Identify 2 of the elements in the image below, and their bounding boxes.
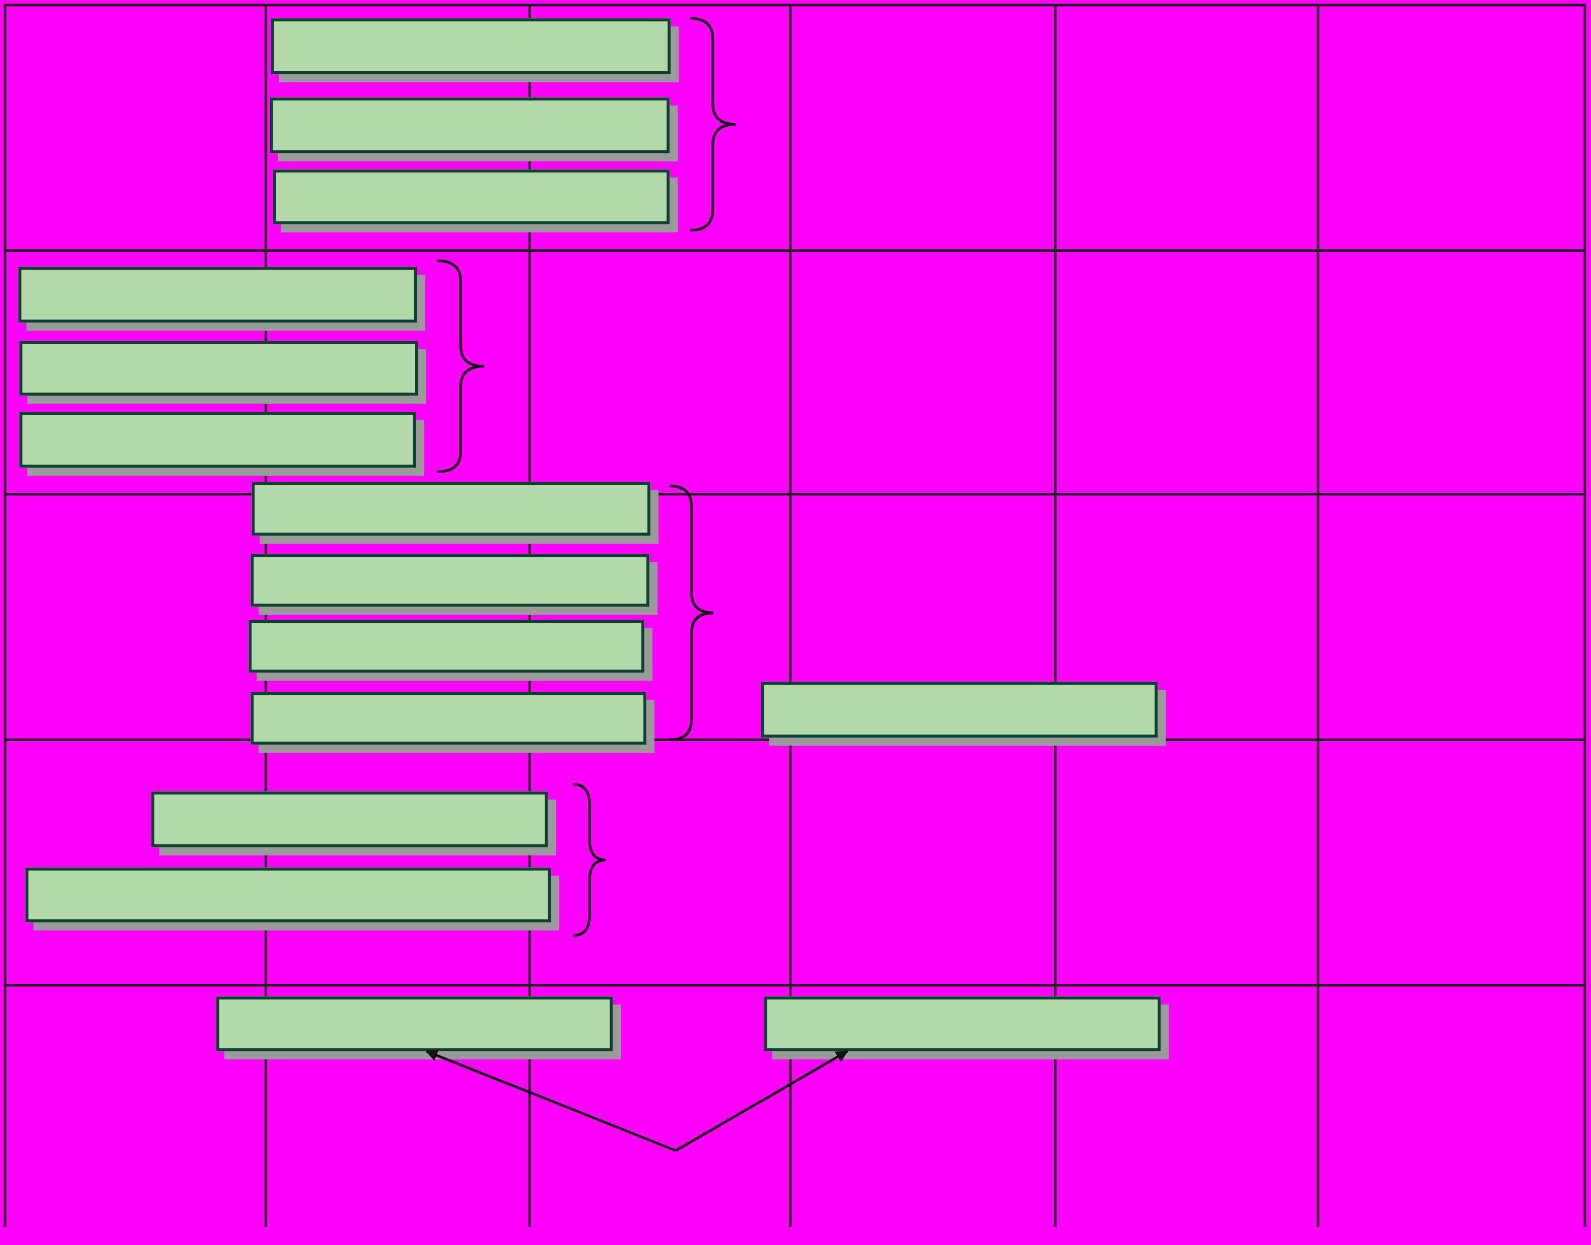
arrow	[675, 1050, 849, 1152]
arrow	[425, 1049, 677, 1152]
